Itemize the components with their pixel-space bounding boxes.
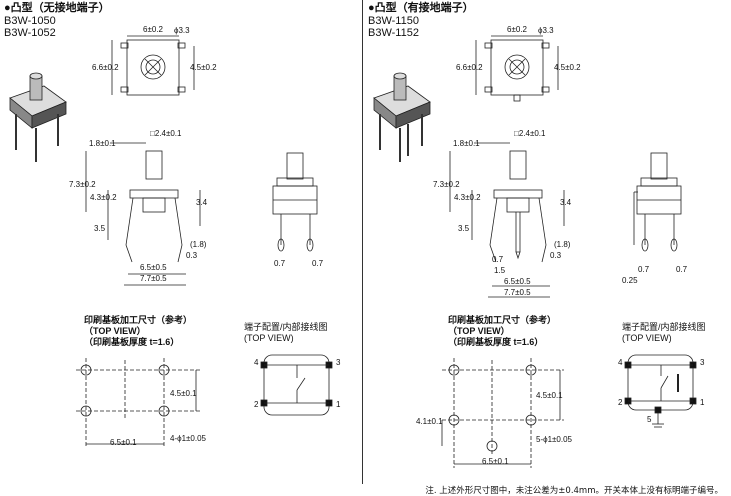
right-drawing: 6±0.2 6.6±0.2 ϕ3.3 4.5±0.2 □2.4±0.1 1.8±… [373,25,705,468]
pcb-h: 6.5±0.1 [110,438,137,447]
r-pin-2: 2 [618,398,623,407]
left-drawing: 6±0.2 6.6±0.2 ϕ3.3 4.5±0.2 □2.4±0.1 1.8±… [9,25,341,448]
r-pcb-h: 6.5±0.1 [482,457,509,466]
dim-top-h: 6.6±0.2 [92,63,119,72]
r-pcb-v: 4.5±0.1 [536,391,563,400]
r-dim-j: 0.7 [492,255,504,264]
right-top-view [475,35,559,102]
dim-key: □2.4±0.1 [150,129,182,138]
r-pin-5: 5 [647,415,652,424]
left-terminal-diagram [260,354,333,416]
r-dim-d: 3.5 [458,224,470,233]
left-top-view [111,35,195,96]
dim-a: 1.8±0.1 [89,139,116,148]
side-dim-a: 0.7 [274,259,286,268]
dim-c: 4.3±0.2 [90,193,117,202]
left-header: ●凸型（无接地端子） B3W-1050 B3W-1052 [4,2,110,40]
r-pin-1: 1 [700,398,705,407]
r-dim-h: 6.5±0.5 [504,277,531,286]
r-dim-i: 7.7±0.5 [504,288,531,297]
panel-no-ground: ●凸型（无接地端子） B3W-1050 B3W-1052 6± [0,0,362,484]
dim-i: 7.7±0.5 [140,274,167,283]
pcb-thick: （印刷基板厚度 t=1.6） [84,337,180,347]
pin-3: 3 [336,358,341,367]
r-pcb-v2: 4.1±0.1 [416,417,443,426]
switch-3d-image [9,72,67,162]
left-side-view [272,152,318,252]
panel-with-ground: ●凸型（有接地端子） B3W-1150 B3W-1152 [364,0,731,484]
r-pcb-holes: 5-ϕ1±0.05 [536,435,573,444]
r-dim-top-w: 6±0.2 [507,25,528,34]
right-header: ●凸型（有接地端子） B3W-1150 B3W-1152 [368,2,474,40]
right-terminal-diagram [624,354,697,428]
dim-hole: ϕ3.3 [174,26,190,35]
r-terminal-sub: (TOP VIEW) [622,333,672,343]
terminal-sub: (TOP VIEW) [244,333,294,343]
panel-divider [362,0,363,484]
r-dim-e: 3.4 [560,198,572,207]
pcb-holes: 4-ϕ1±0.05 [170,434,207,443]
r-dim-top-side: 4.5±0.2 [554,63,581,72]
r-dim-key: □2.4±0.1 [514,129,546,138]
pin-2: 2 [254,400,259,409]
left-title: ●凸型（无接地端子） [4,2,110,14]
pin-1: 1 [336,400,341,409]
r-pcb-title: 印刷基板加工尺寸（参考） [448,315,557,325]
dim-f: (1.8) [190,240,207,249]
dim-top-w: 6±0.2 [143,25,164,34]
r-terminal-title: 端子配置/内部接线图 [622,322,706,332]
r-dim-f: (1.8) [554,240,571,249]
r-dim-top-h: 6.6±0.2 [456,63,483,72]
switch-3d-image-ground [373,72,431,162]
right-model-2: B3W-1152 [368,27,419,39]
right-model-1: B3W-1150 [368,14,419,27]
r-dim-g: 0.3 [550,251,562,260]
right-side-view [633,152,682,252]
r-dim-b: 7.3±0.2 [433,180,460,189]
right-pcb-layout [441,358,564,468]
r-pcb-sub: （TOP VIEW） [448,326,510,336]
r-dim-a: 1.8±0.1 [453,139,480,148]
r-side-dim-b: 0.7 [676,265,688,274]
dim-d: 3.5 [94,224,106,233]
dim-g: 0.3 [186,251,198,260]
r-pin-4: 4 [618,358,623,367]
dim-top-side: 4.5±0.2 [190,63,217,72]
left-pcb-layout [76,358,200,448]
right-front-view [449,142,565,298]
left-front-view [85,142,201,286]
left-model-2: B3W-1052 [4,27,56,39]
dim-e: 3.4 [196,198,208,207]
pcb-sub: （TOP VIEW） [84,326,146,336]
side-dim-b: 0.7 [312,259,324,268]
r-side-dim-c: 0.25 [622,276,638,285]
footnote: 注. 上述外形尺寸图中，未注公差为±0.4mm。开关本体上没有标明端子编号。 [425,486,723,496]
r-pin-3: 3 [700,358,705,367]
r-dim-k: 1.5 [494,266,506,275]
left-pcb-title-block: 印刷基板加工尺寸（参考） （TOP VIEW） （印刷基板厚度 t=1.6） [84,315,192,348]
right-terminal-title-block: 端子配置/内部接线图 (TOP VIEW) [622,322,706,344]
terminal-title: 端子配置/内部接线图 [244,322,328,332]
r-dim-c: 4.3±0.2 [454,193,481,202]
r-side-dim-a: 0.7 [638,265,650,274]
pin-4: 4 [254,358,259,367]
dim-b: 7.3±0.2 [69,180,96,189]
right-pcb-title-block: 印刷基板加工尺寸（参考） （TOP VIEW） （印刷基板厚度 t=1.6） [448,315,556,348]
r-dim-hole: ϕ3.3 [538,26,554,35]
pcb-v: 4.5±0.1 [170,389,197,398]
left-model-1: B3W-1050 [4,14,56,27]
left-terminal-title-block: 端子配置/内部接线图 (TOP VIEW) [244,322,328,344]
right-title: ●凸型（有接地端子） [368,2,474,14]
dim-h: 6.5±0.5 [140,263,167,272]
r-pcb-thick: （印刷基板厚度 t=1.6） [448,337,544,347]
pcb-title: 印刷基板加工尺寸（参考） [84,315,193,325]
